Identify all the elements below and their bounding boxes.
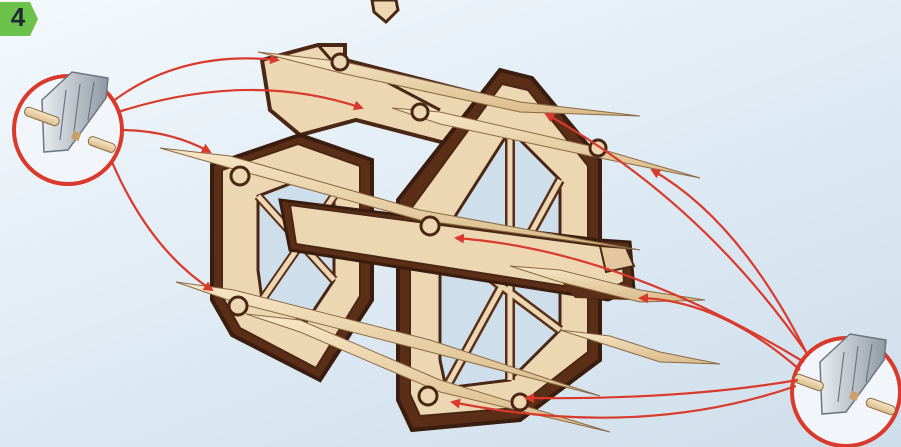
peg-hole bbox=[332, 54, 348, 70]
peg-hole bbox=[419, 387, 437, 405]
peg-hole bbox=[231, 167, 249, 185]
peg-hole bbox=[229, 297, 247, 315]
arrow bbox=[112, 58, 278, 102]
right-detail-callout bbox=[792, 334, 900, 446]
peg-hole bbox=[421, 217, 439, 235]
top-part-fragment bbox=[372, 0, 398, 22]
left-detail-callout bbox=[14, 72, 122, 184]
peg-hole bbox=[412, 104, 428, 120]
arrow bbox=[112, 162, 212, 290]
arrow bbox=[652, 170, 808, 356]
peg-hole bbox=[512, 394, 528, 410]
